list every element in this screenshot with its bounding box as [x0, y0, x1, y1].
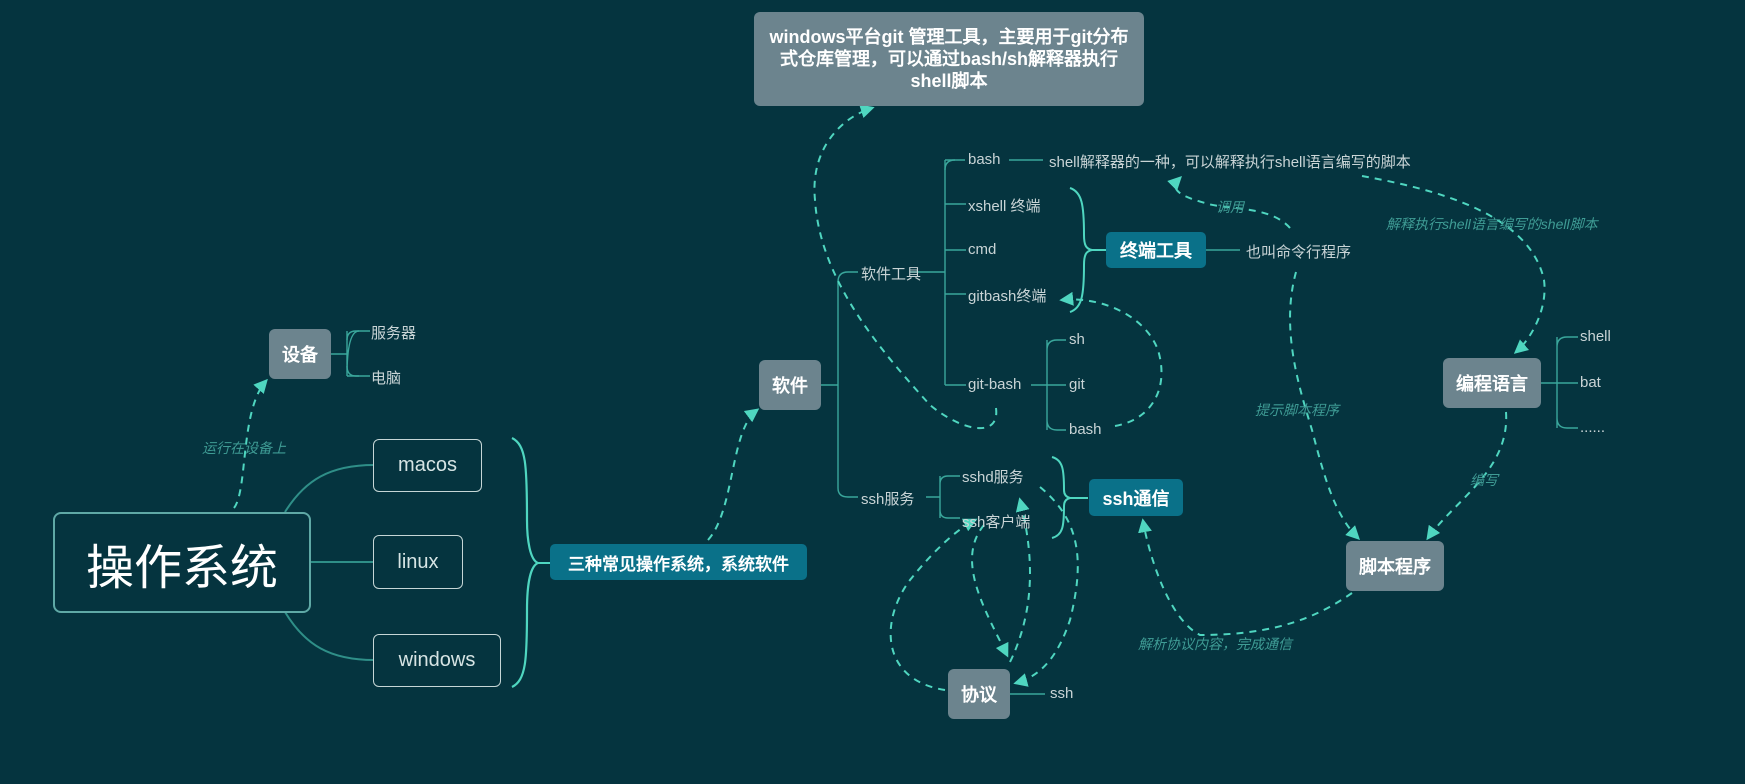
terminal-tools-desc: 也叫命令行程序 — [1246, 244, 1352, 261]
script-node[interactable]: 脚本程序 — [1346, 541, 1444, 591]
ssh-service-label: ssh服务 — [861, 491, 915, 508]
rel-os-software — [707, 408, 760, 541]
prog-lang-node[interactable]: 编程语言 — [1443, 358, 1541, 408]
os-linux[interactable]: linux — [373, 535, 463, 589]
protocol-node[interactable]: 协议 — [948, 669, 1010, 719]
tools-label: 软件工具 — [861, 266, 922, 283]
gitbash-bash: bash — [1069, 421, 1102, 438]
device-pc: 电脑 — [371, 370, 402, 387]
terminal-tools-node[interactable]: 终端工具 — [1106, 232, 1206, 268]
rel-bash-gitbash — [1059, 291, 1163, 427]
rel-prompt — [1289, 271, 1360, 540]
lang-bat: bat — [1580, 374, 1601, 391]
gitbash-sh: sh — [1069, 331, 1085, 348]
rel-run-on-device — [233, 378, 268, 509]
label-write: 编写 — [1470, 472, 1498, 488]
link-root-windows — [284, 611, 375, 661]
software-node[interactable]: 软件 — [759, 360, 821, 410]
label-prompt: 提示脚本程序 — [1255, 402, 1339, 418]
rel-interpret — [1361, 175, 1546, 354]
ssh-client: ssh客户端 — [962, 514, 1031, 531]
label-interpret: 解释执行shell语言编写的shell脚本 — [1386, 216, 1598, 232]
rel-protocol-client — [889, 518, 978, 691]
protocol-ssh: ssh — [1050, 685, 1074, 702]
lang-shell: shell — [1580, 328, 1611, 345]
device-server: 服务器 — [371, 325, 417, 342]
device-node[interactable]: 设备 — [269, 329, 331, 379]
gitbash-git: git — [1069, 376, 1085, 393]
rel-write — [1426, 411, 1508, 541]
link-root-macos — [284, 464, 375, 513]
lang-more: ...... — [1580, 419, 1606, 436]
root-node[interactable]: 操作系统 — [53, 512, 311, 613]
rel-parse — [1138, 518, 1353, 637]
ssh-comm-node[interactable]: ssh通信 — [1089, 479, 1183, 516]
tool-xshell: xshell 终端 — [968, 198, 1041, 215]
label-run-on-device: 运行在设备上 — [202, 440, 286, 456]
os-brace — [511, 437, 542, 688]
bash-description: shell解释器的一种，可以解释执行shell语言编写的脚本 — [1049, 154, 1411, 171]
rel-client-protocol — [971, 524, 1009, 658]
os-macos[interactable]: macos — [373, 439, 482, 492]
ssh-sshd: sshd服务 — [962, 469, 1024, 486]
label-parse: 解析协议内容，完成通信 — [1138, 636, 1292, 652]
rel-protocol-sshd — [1009, 497, 1031, 663]
tool-git-bash: git-bash — [968, 376, 1022, 393]
tool-gitbash-terminal: gitbash终端 — [968, 288, 1047, 305]
tool-bash: bash — [968, 151, 1001, 168]
tool-cmd: cmd — [968, 241, 997, 258]
os-summary-node[interactable]: 三种常见操作系统，系统软件 — [550, 544, 807, 580]
os-windows[interactable]: windows — [373, 634, 501, 687]
rel-gitbash-note — [813, 104, 998, 430]
gitbash-note[interactable]: windows平台git 管理工具，主要用于git分布式仓库管理，可以通过bas… — [754, 12, 1144, 106]
label-call: 调用 — [1216, 199, 1244, 215]
